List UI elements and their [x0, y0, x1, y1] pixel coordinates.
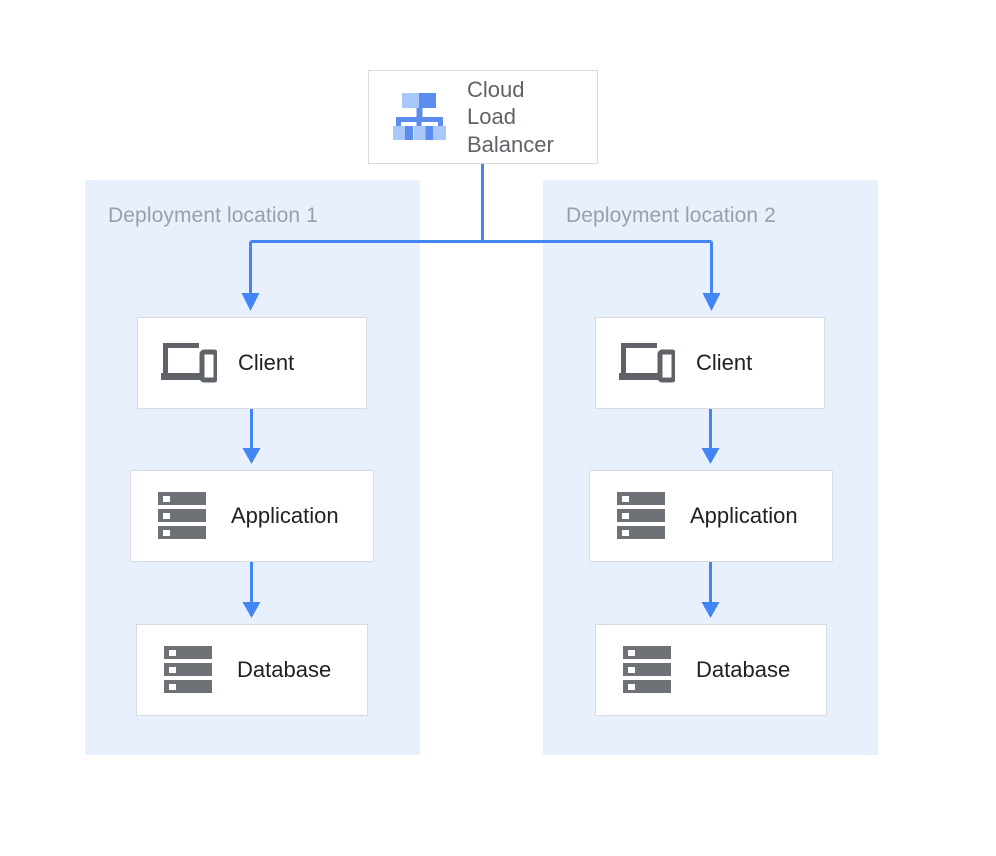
application-2-node[interactable]: Application: [589, 470, 833, 562]
client-1-label: Client: [238, 350, 295, 375]
database-1-label: Database: [237, 657, 332, 682]
deployment-location-1-label: Deployment location 1: [108, 204, 318, 227]
client-devices-icon: [618, 341, 676, 385]
client-2-label: Client: [696, 350, 753, 375]
cloud-load-balancer-label: Cloud Load Balancer: [467, 76, 554, 157]
server-stack-icon: [161, 642, 217, 698]
client-devices-icon: [160, 341, 218, 385]
database-2-node[interactable]: Database: [595, 624, 827, 716]
server-stack-icon: [614, 488, 670, 544]
client-2-node[interactable]: Client: [595, 317, 825, 409]
deployment-location-2-label: Deployment location 2: [566, 204, 776, 227]
client-1-node[interactable]: Client: [137, 317, 367, 409]
database-2-label: Database: [696, 657, 791, 682]
application-1-node[interactable]: Application: [130, 470, 374, 562]
database-1-node[interactable]: Database: [136, 624, 368, 716]
server-stack-icon: [155, 488, 211, 544]
application-1-label: Application: [231, 503, 339, 528]
server-stack-icon: [620, 642, 676, 698]
application-2-label: Application: [690, 503, 798, 528]
cloud-load-balancer-icon: [391, 90, 449, 144]
cloud-load-balancer-node[interactable]: Cloud Load Balancer: [368, 70, 598, 164]
